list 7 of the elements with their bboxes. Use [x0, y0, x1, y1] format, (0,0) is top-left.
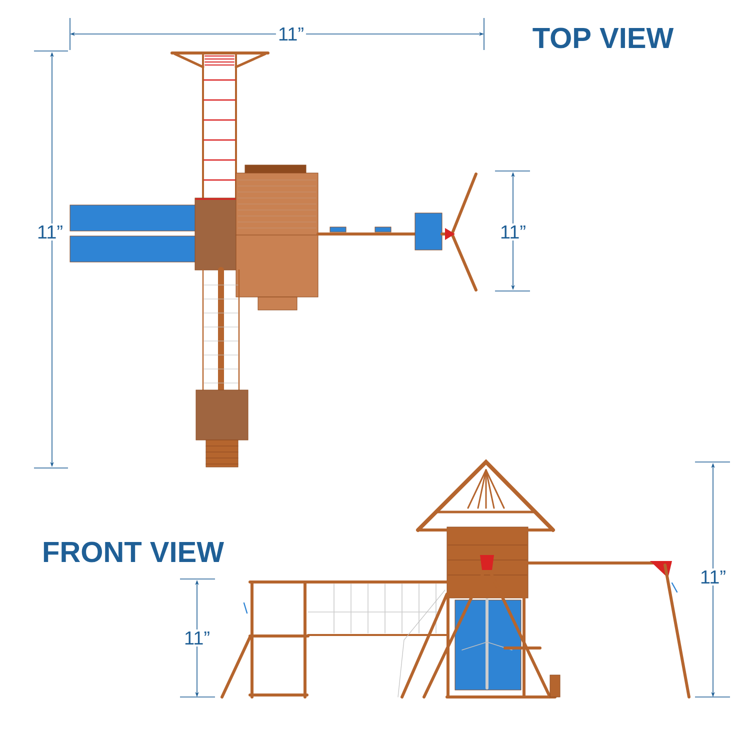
view-heading: FRONT VIEW [44, 542, 224, 562]
dimension-label: 11” [698, 568, 728, 586]
dimension-label: 11” [276, 25, 306, 43]
dimension-label: 11” [498, 223, 528, 241]
dimension-label: 11” [34, 223, 66, 241]
dimension-label: 11” [182, 629, 212, 647]
view-heading: TOP VIEW [532, 28, 674, 48]
